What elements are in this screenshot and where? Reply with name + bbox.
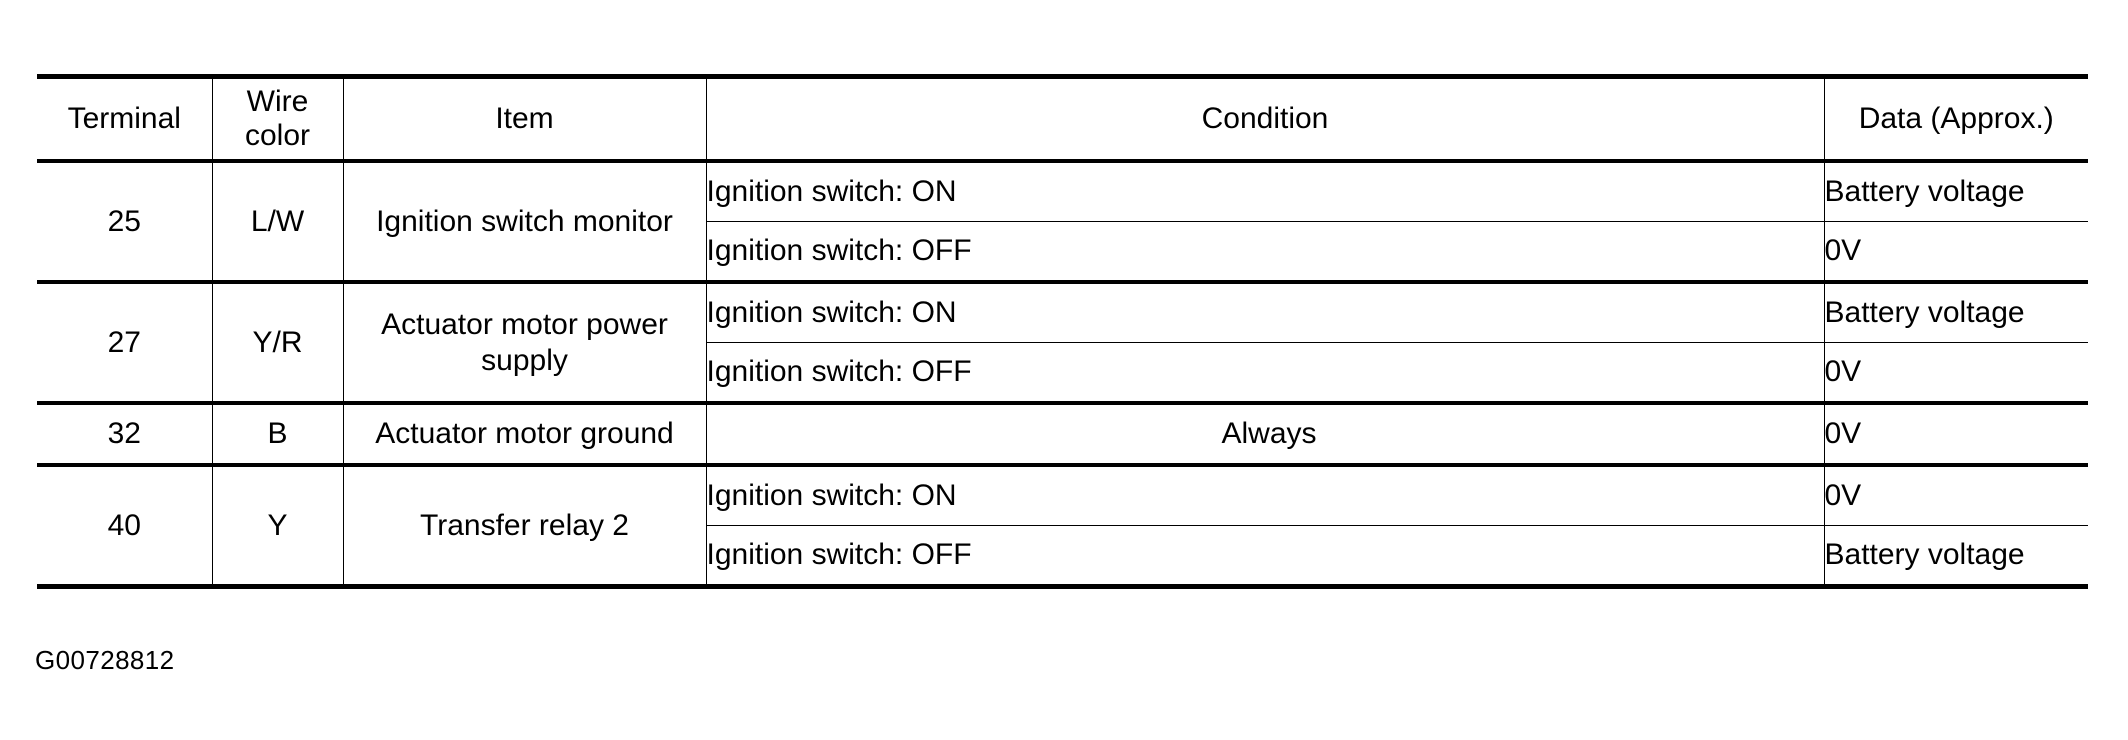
cell-item: Actuator motor power supply (342, 280, 707, 404)
cell-item: Ignition switch monitor (342, 160, 707, 283)
cell-data-value: Battery voltage (1823, 525, 2088, 587)
column-header-wire-color-line2: color (244, 119, 311, 152)
cell-condition: Always (705, 401, 1825, 466)
cell-data-value: Battery voltage (1823, 280, 2088, 343)
cell-condition: Ignition switch: OFF (705, 525, 1825, 587)
cell-wire-color: Y/R (211, 280, 344, 404)
cell-condition: Ignition switch: ON (705, 280, 1825, 343)
cell-data-value: 0V (1823, 401, 2088, 466)
cell-condition: Ignition switch: ON (705, 463, 1825, 526)
column-header-wire-color-line1: Wire (246, 85, 309, 119)
column-header-wire-color: Wire color (211, 76, 344, 163)
cell-terminal: 25 (37, 160, 213, 283)
cell-data-value: 0V (1823, 221, 2088, 283)
cell-terminal: 32 (37, 401, 213, 466)
cell-wire-color: Y (211, 463, 344, 587)
terminal-spec-table: Terminal Wire color Item Condition Data … (37, 74, 2088, 589)
column-header-condition-label: Condition (1201, 102, 1329, 136)
column-header-condition: Condition (705, 76, 1825, 163)
cell-data-value: Battery voltage (1823, 160, 2088, 222)
cell-terminal: 27 (37, 280, 213, 404)
cell-wire-color: B (211, 401, 344, 466)
cell-wire-color: L/W (211, 160, 344, 283)
cell-data-value: 0V (1823, 463, 2088, 526)
cell-condition: Ignition switch: OFF (705, 221, 1825, 283)
table-header: Terminal Wire color Item Condition Data … (37, 76, 2088, 163)
column-header-terminal: Terminal (37, 76, 213, 163)
figure-id-caption: G00728812 (35, 645, 175, 675)
table-header-row: Terminal Wire color Item Condition Data … (37, 76, 2088, 163)
cell-item: Actuator motor ground (342, 401, 707, 466)
column-header-item: Item (342, 76, 707, 163)
cell-condition: Ignition switch: ON (705, 160, 1825, 222)
column-header-item-label: Item (495, 102, 554, 136)
cell-item: Transfer relay 2 (342, 463, 707, 587)
cell-terminal: 40 (37, 463, 213, 587)
column-header-data: Data (Approx.) (1823, 76, 2088, 163)
column-header-terminal-label: Terminal (67, 102, 181, 136)
cell-data-value: 0V (1823, 342, 2088, 404)
column-header-data-label: Data (Approx.) (1858, 102, 2054, 136)
cell-condition: Ignition switch: OFF (705, 342, 1825, 404)
